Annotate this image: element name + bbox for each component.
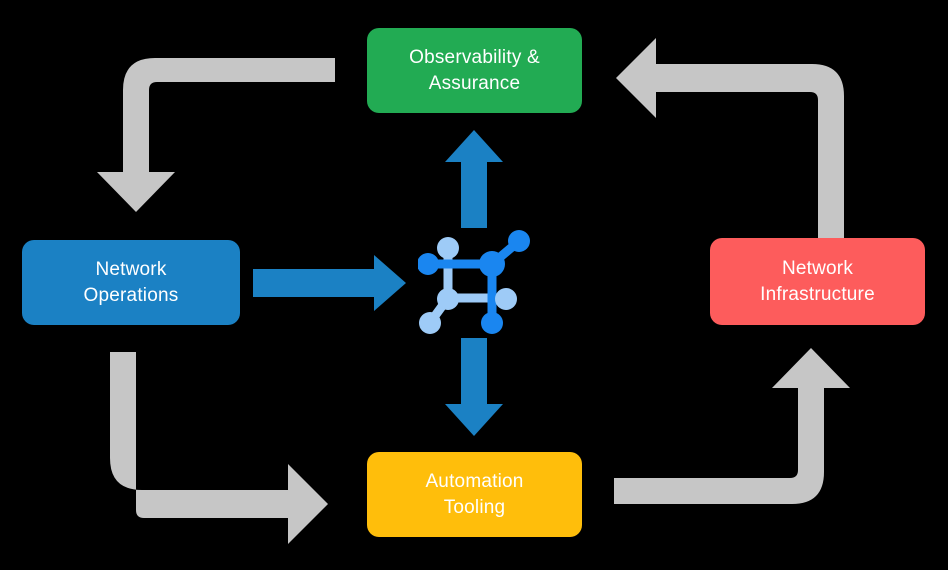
node-automation-tooling[interactable]: Automation Tooling [367, 452, 582, 537]
arrow-center-to-automation [445, 338, 503, 436]
arrow-operations-to-center [253, 255, 406, 311]
arrow-automation-to-infrastructure [614, 348, 850, 504]
node-network-operations[interactable]: Network Operations [22, 240, 240, 325]
node-observability-assurance[interactable]: Observability & Assurance [367, 28, 582, 113]
arrow-center-to-observability [445, 130, 503, 228]
arrow-infrastructure-to-observability [616, 38, 844, 238]
arrow-observability-to-operations [97, 58, 335, 212]
arrow-operations-to-automation [110, 352, 328, 544]
network-topology-icon [418, 230, 530, 334]
node-network-infrastructure[interactable]: Network Infrastructure [710, 238, 925, 325]
